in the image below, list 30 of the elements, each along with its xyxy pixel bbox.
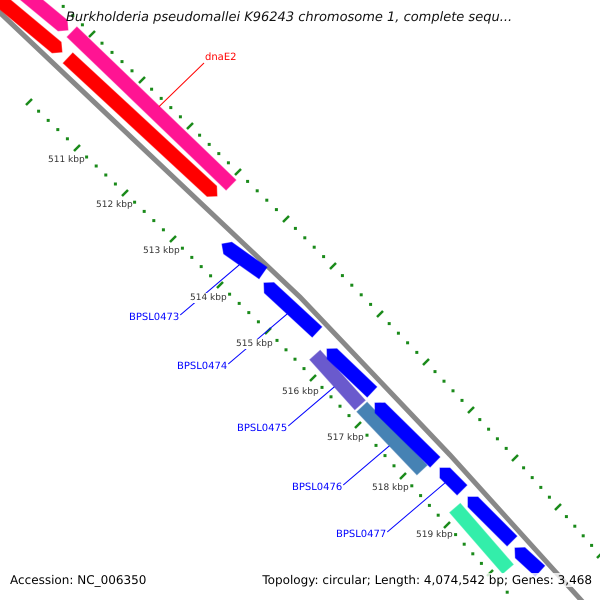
gene-label: dnaE2 <box>205 52 236 63</box>
gene-label: BPSL0474 <box>177 361 228 372</box>
title: Burkholderia pseudomallei K96243 chromosome 1, complete sequ... <box>66 10 512 25</box>
gene-block <box>468 496 518 547</box>
gene-block <box>263 282 322 338</box>
gene-block <box>440 468 468 496</box>
scale-label: 514 kbp <box>190 293 227 303</box>
scale-label: 516 kbp <box>282 387 319 397</box>
scale-label: 512 kbp <box>96 200 133 210</box>
leader-line <box>158 62 204 108</box>
leader-line <box>386 482 446 532</box>
gene-block <box>66 26 237 191</box>
scale-label: 515 kbp <box>236 339 273 349</box>
scale-label: 513 kbp <box>143 246 180 256</box>
leader-line <box>288 386 335 426</box>
gene-block <box>326 348 378 398</box>
gene-label: BPSL0477 <box>336 529 386 540</box>
gene-label: BPSL0475 <box>237 423 288 434</box>
gene-block <box>0 0 63 54</box>
gene-block <box>374 402 441 468</box>
scale-label: 511 kbp <box>48 155 85 165</box>
gene-label: BPSL0476 <box>292 482 342 493</box>
scale-label: 519 kbp <box>416 530 453 540</box>
scale-label: 517 kbp <box>327 433 364 443</box>
scale-label: 518 kbp <box>372 483 409 493</box>
gene-block <box>221 242 268 280</box>
gene-label: BPSL0473 <box>129 312 180 323</box>
accession-text: Accession: NC_006350 <box>8 573 148 587</box>
leader-line <box>342 445 390 486</box>
summary-text: Topology: circular; Length: 4,074,542 bp; Genes: 3,468 <box>260 573 594 587</box>
